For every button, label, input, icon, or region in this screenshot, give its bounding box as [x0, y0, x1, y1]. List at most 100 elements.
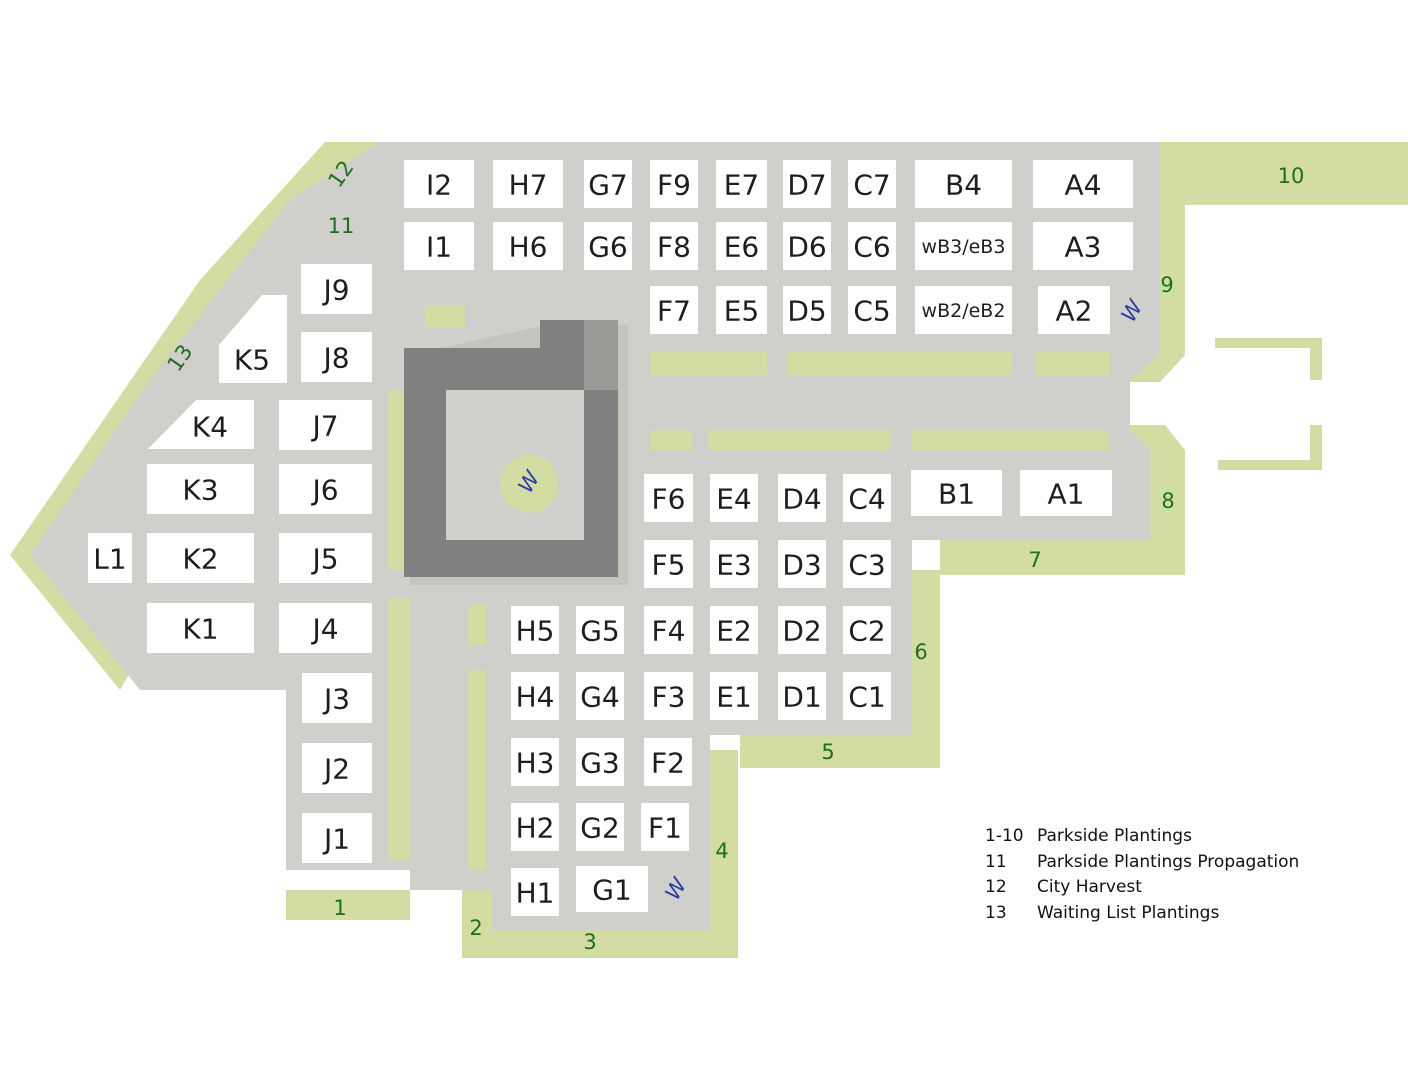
plot-g7[interactable]: G7 — [584, 160, 632, 208]
plot-c1[interactable]: C1 — [843, 672, 891, 720]
plot-i2[interactable]: I2 — [404, 160, 474, 208]
plot-wb3eb3[interactable]: wB3/eB3 — [915, 222, 1012, 270]
plot-k1[interactable]: K1 — [147, 603, 254, 653]
plot-f8[interactable]: F8 — [650, 222, 698, 270]
plot-box — [147, 533, 254, 583]
plot-a2[interactable]: A2 — [1038, 286, 1110, 334]
plot-box — [710, 540, 758, 588]
plot-f5[interactable]: F5 — [644, 540, 693, 588]
plot-box — [716, 222, 767, 270]
plot-j6[interactable]: J6 — [279, 464, 372, 514]
plot-e2[interactable]: E2 — [710, 606, 758, 654]
plot-box — [279, 533, 372, 583]
plot-k3[interactable]: K3 — [147, 464, 254, 514]
plot-e5[interactable]: E5 — [716, 286, 767, 334]
plot-e1[interactable]: E1 — [710, 672, 758, 720]
plot-label: J1 — [322, 823, 350, 856]
plot-label: G6 — [588, 231, 628, 264]
plot-label: F6 — [652, 483, 686, 516]
plot-box — [302, 743, 372, 793]
plot-j1[interactable]: J1 — [302, 813, 372, 863]
plot-f1[interactable]: F1 — [641, 803, 689, 851]
courtyard-well — [500, 455, 558, 513]
plot-label: A1 — [1048, 478, 1085, 511]
plot-box — [511, 803, 559, 851]
plot-g2[interactable]: G2 — [576, 803, 624, 851]
plot-label: C7 — [853, 169, 890, 202]
plot-f7[interactable]: F7 — [650, 286, 698, 334]
plot-box — [1020, 470, 1112, 516]
plot-c6[interactable]: C6 — [848, 222, 896, 270]
plot-a4[interactable]: A4 — [1033, 160, 1133, 208]
plot-b4[interactable]: B4 — [915, 160, 1012, 208]
plot-label: E4 — [716, 483, 752, 516]
plot-j5[interactable]: J5 — [279, 533, 372, 583]
plot-e3[interactable]: E3 — [710, 540, 758, 588]
plot-h2[interactable]: H2 — [511, 803, 559, 851]
plot-c3[interactable]: C3 — [843, 540, 891, 588]
plot-g6[interactable]: G6 — [584, 222, 632, 270]
legend-code: 11 — [985, 851, 1007, 872]
plot-f3[interactable]: F3 — [644, 672, 693, 720]
plot-box — [783, 160, 831, 208]
plot-h6[interactable]: H6 — [493, 222, 563, 270]
plot-d7[interactable]: D7 — [783, 160, 831, 208]
plot-label: G5 — [580, 615, 620, 648]
plot-a1[interactable]: A1 — [1020, 470, 1112, 516]
legend-label: Parkside Plantings — [1037, 826, 1192, 846]
plot-box — [778, 474, 826, 522]
plot-box — [843, 540, 891, 588]
plot-e7[interactable]: E7 — [716, 160, 767, 208]
plot-d2[interactable]: D2 — [778, 606, 826, 654]
plot-d6[interactable]: D6 — [783, 222, 831, 270]
plot-c5[interactable]: C5 — [848, 286, 896, 334]
plot-k4[interactable]: K4 — [148, 400, 254, 449]
plot-e6[interactable]: E6 — [716, 222, 767, 270]
plot-j3[interactable]: J3 — [302, 673, 372, 723]
plot-e4[interactable]: E4 — [710, 474, 758, 522]
plot-h1[interactable]: H1 — [511, 868, 559, 916]
plot-k2[interactable]: K2 — [147, 533, 254, 583]
plot-f6[interactable]: F6 — [644, 474, 693, 522]
plot-d1[interactable]: D1 — [778, 672, 826, 720]
zone-number-4: 4 — [715, 839, 728, 863]
plot-j9[interactable]: J9 — [301, 264, 372, 314]
plot-b1[interactable]: B1 — [911, 470, 1002, 516]
plot-h5[interactable]: H5 — [511, 606, 559, 654]
plot-d3[interactable]: D3 — [778, 540, 826, 588]
plot-f2[interactable]: F2 — [644, 738, 692, 786]
plot-k5[interactable]: K5 — [219, 295, 287, 383]
plot-h3[interactable]: H3 — [511, 738, 559, 786]
plot-h7[interactable]: H7 — [493, 160, 563, 208]
plot-c2[interactable]: C2 — [843, 606, 891, 654]
plot-box — [584, 222, 632, 270]
plot-a3[interactable]: A3 — [1033, 222, 1133, 270]
plot-c7[interactable]: C7 — [848, 160, 896, 208]
plot-box — [778, 540, 826, 588]
plot-box — [848, 222, 896, 270]
plot-g3[interactable]: G3 — [576, 738, 624, 786]
plot-box — [641, 803, 689, 851]
zone-number-7: 7 — [1028, 548, 1041, 572]
plot-f4[interactable]: F4 — [644, 606, 693, 654]
plot-d4[interactable]: D4 — [778, 474, 826, 522]
plot-j4[interactable]: J4 — [279, 603, 372, 653]
plot-g4[interactable]: G4 — [576, 672, 624, 720]
plot-label: G1 — [592, 874, 632, 907]
plot-j7[interactable]: J7 — [279, 400, 372, 450]
plot-box — [511, 738, 559, 786]
plot-g5[interactable]: G5 — [576, 606, 624, 654]
plot-label: E3 — [716, 549, 752, 582]
plot-l1[interactable]: L1 — [88, 533, 132, 583]
plot-j2[interactable]: J2 — [302, 743, 372, 793]
plot-d5[interactable]: D5 — [783, 286, 831, 334]
plot-f9[interactable]: F9 — [650, 160, 698, 208]
plot-h4[interactable]: H4 — [511, 672, 559, 720]
plot-i1[interactable]: I1 — [404, 222, 474, 270]
plot-c4[interactable]: C4 — [843, 474, 891, 522]
plot-j8[interactable]: J8 — [301, 332, 372, 382]
border-zone-10 — [1160, 142, 1408, 205]
plot-wb2eb2[interactable]: wB2/eB2 — [915, 286, 1012, 334]
plot-g1[interactable]: G1 — [576, 866, 648, 912]
plot-label: F4 — [652, 615, 686, 648]
